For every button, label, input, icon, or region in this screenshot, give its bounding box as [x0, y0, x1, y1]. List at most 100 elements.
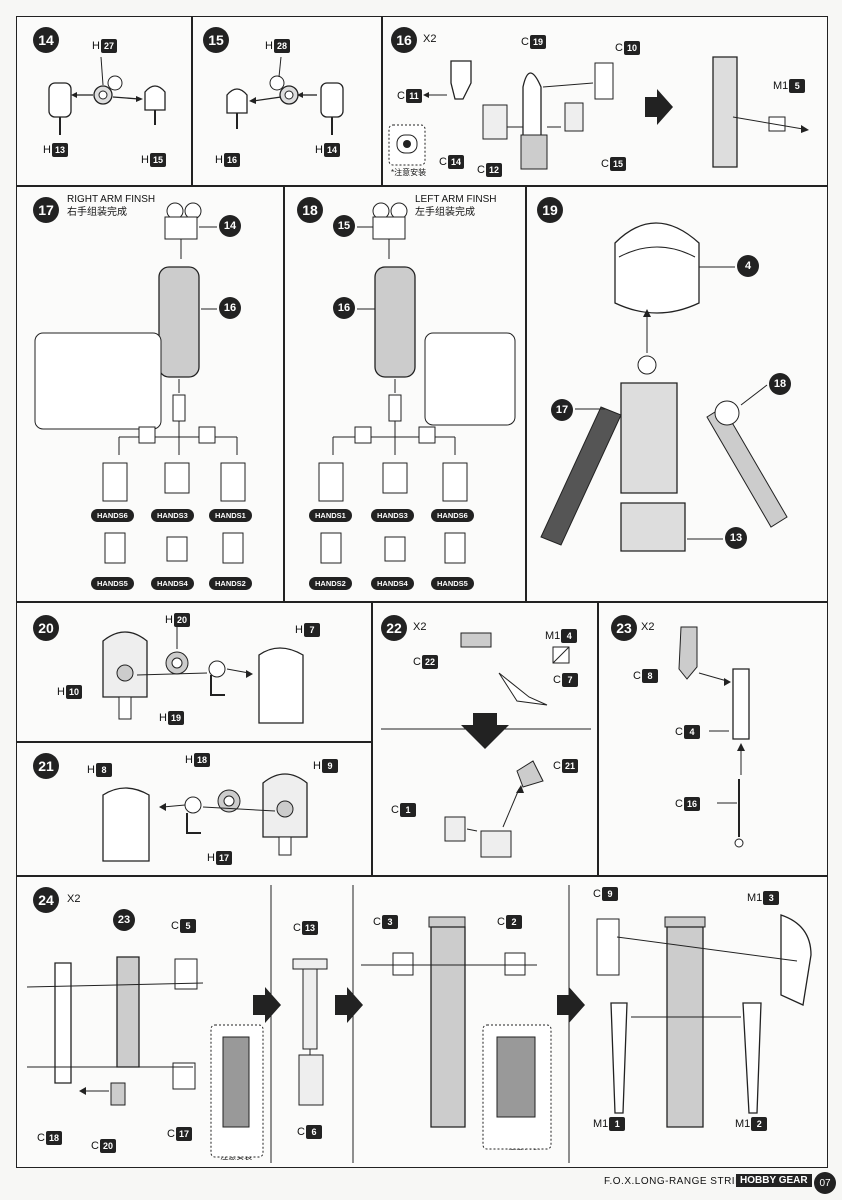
step-number: 22	[381, 615, 407, 641]
callout-13: 13	[725, 527, 747, 549]
callout-4: 4	[737, 255, 759, 277]
step-number: 16	[391, 27, 417, 53]
title-en: RIGHT ARM FINSH	[67, 194, 156, 205]
step-22-diagram	[381, 632, 591, 858]
hand-chip: HANDS5	[431, 577, 474, 590]
step-17-diagram	[34, 202, 246, 564]
multiplier: X2	[641, 621, 655, 633]
panel-step-18: 18 LEFT ARM FINSH 左手组装完成 15 16 H12 H11 H…	[284, 186, 526, 602]
brand-logo: HOBBY GEAR	[736, 1174, 812, 1187]
step-title: LEFT ARM FINSH 左手组装完成	[415, 193, 497, 219]
install-note: *注意安装	[391, 168, 427, 177]
step-number: 21	[33, 753, 59, 779]
step-number: 24	[33, 887, 59, 913]
callout-16: 16	[219, 297, 241, 319]
step-20-diagram	[102, 627, 304, 724]
hand-chip: HANDS6	[91, 509, 134, 522]
callout-18: 18	[769, 373, 791, 395]
title-cn: 右手组装完成	[67, 207, 127, 218]
step-number: 17	[33, 197, 59, 223]
step-number: 14	[33, 27, 59, 53]
panel-step-17: 17 RIGHT ARM FINSH 右手组装完成 14 16 H12 H11 …	[16, 186, 284, 602]
step-15-diagram	[226, 56, 344, 135]
hand-chip: HANDS3	[371, 509, 414, 522]
callout-16: 16	[333, 297, 355, 319]
step-16-diagram	[388, 56, 809, 170]
hand-chip: HANDS1	[309, 509, 352, 522]
hand-chip: HANDS5	[91, 577, 134, 590]
callout-17: 17	[551, 399, 573, 421]
hand-chip: HANDS4	[371, 577, 414, 590]
footer-title: F.O.X.LONG-RANGE STRIKE UNIT	[604, 1176, 779, 1187]
step-21-diagram	[102, 773, 308, 862]
callout-15: 15	[333, 215, 355, 237]
step-number: 15	[203, 27, 229, 53]
callout-23: 23	[113, 909, 135, 931]
page-number: 07	[814, 1172, 836, 1194]
multiplier: X2	[67, 893, 81, 905]
multiplier: X2	[413, 621, 427, 633]
step-23-diagram	[678, 626, 750, 848]
title-cn: 左手组装完成	[415, 207, 475, 218]
step-24-diagram	[26, 885, 812, 1163]
hand-chip: HANDS2	[209, 577, 252, 590]
hand-chip: HANDS6	[431, 509, 474, 522]
step-number: 20	[33, 615, 59, 641]
multiplier: X2	[423, 33, 437, 45]
step-19-diagram	[540, 222, 788, 552]
step-18-diagram	[318, 202, 516, 564]
step-title: RIGHT ARM FINSH 右手组装完成	[67, 193, 155, 219]
hand-chip: HANDS3	[151, 509, 194, 522]
step-number: 18	[297, 197, 323, 223]
step-number: 23	[611, 615, 637, 641]
title-en: LEFT ARM FINSH	[415, 194, 497, 205]
hand-chip: HANDS4	[151, 577, 194, 590]
callout-14: 14	[219, 215, 241, 237]
